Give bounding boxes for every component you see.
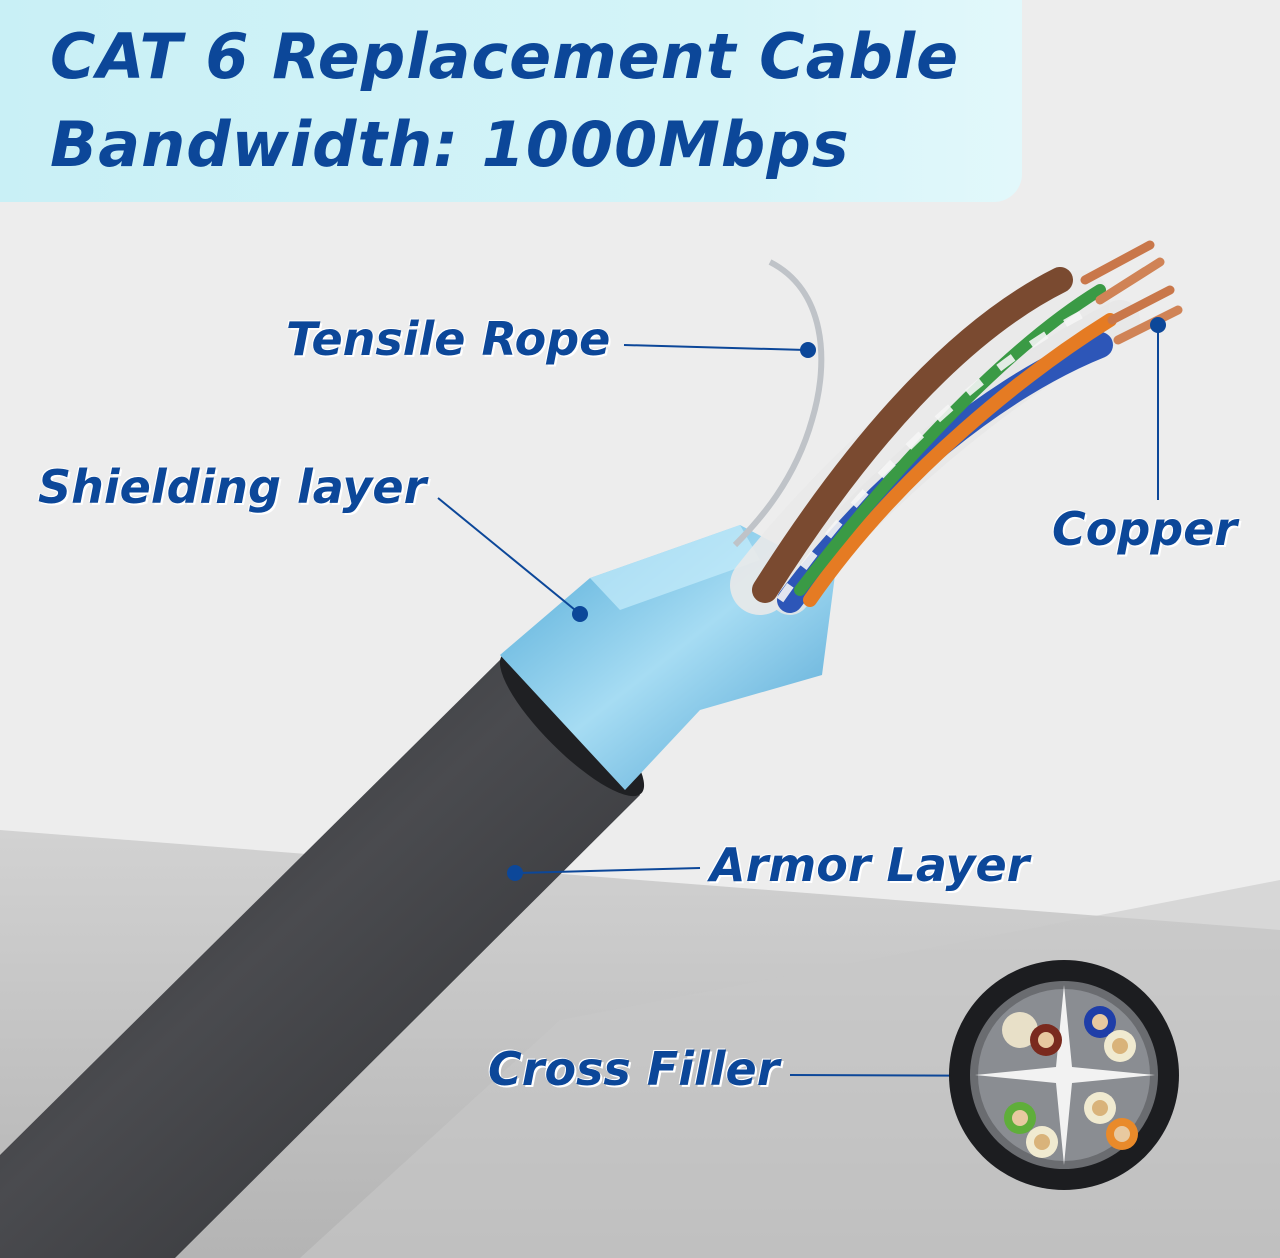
twisted-pairs (730, 267, 1140, 615)
leader-lines (437, 317, 1166, 1077)
tensile-rope-strand (732, 259, 825, 548)
armor-layer-label: Armor Layer (710, 838, 1030, 892)
cross-filler-label: Cross Filler (488, 1042, 780, 1096)
cross-section-inset (949, 960, 1179, 1190)
bandwidth-subtitle: Bandwidth: 1000Mbps (50, 108, 850, 181)
shielding-layer-label: Shielding layer (38, 460, 427, 514)
copper-label: Copper (1052, 502, 1238, 556)
copper-ends (1080, 240, 1183, 345)
page-title: CAT 6 Replacement Cable (50, 20, 960, 93)
title-banner (0, 0, 1022, 202)
tensile-rope-label: Tensile Rope (286, 312, 611, 366)
